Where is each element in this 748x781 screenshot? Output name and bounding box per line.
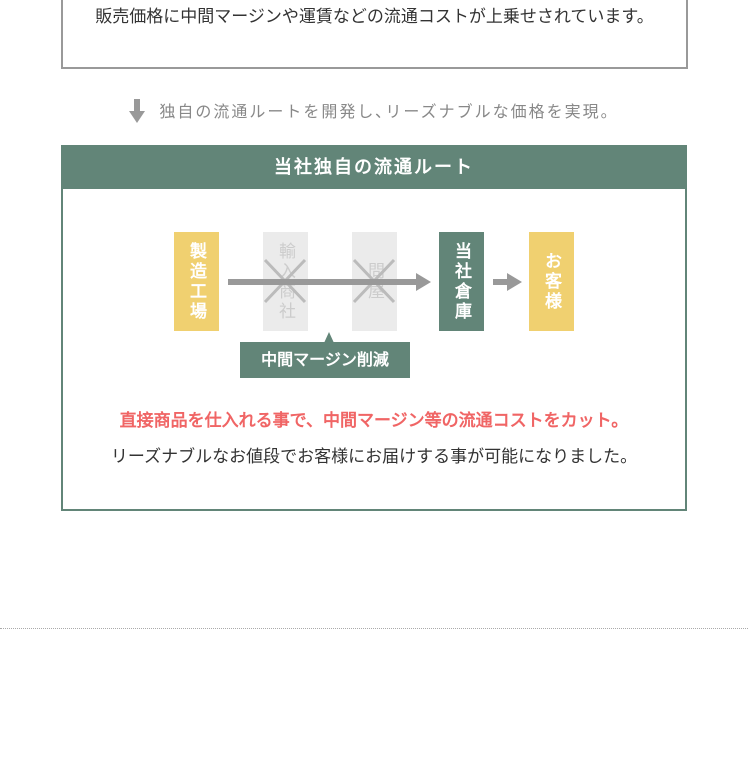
margin-reduction-label: 中間マージン削減 — [240, 342, 410, 378]
node-customer: お客様 — [529, 232, 574, 331]
label-pointer — [324, 332, 334, 343]
section-title: 当社独自の流通ルート — [63, 147, 685, 189]
small-arrow — [493, 279, 509, 285]
description-text: リーズナブルなお値段でお客様にお届けする事が可能になりました。 — [110, 447, 638, 467]
flow-arrows — [228, 258, 522, 343]
node-factory: 製造工場 — [174, 232, 219, 331]
subline-text: 独自の流通ルートを開発し､リーズナブルな価格を実現。 — [159, 102, 619, 121]
distribution-route-section: 当社独自の流通ルート — [61, 145, 687, 511]
highlight-text: 直接商品を仕入れる事で、中間マージン等の流通コストをカット。 — [119, 411, 629, 431]
dotted-divider — [0, 628, 748, 629]
subline: 独自の流通ルートを開発し､リーズナブルな価格を実現。 — [0, 98, 748, 127]
arrow-down-icon — [129, 98, 146, 127]
previous-box-text: 販売価格に中間マージンや運賃などの流通コストが上乗せされています。 — [95, 7, 654, 27]
previous-box: 販売価格に中間マージンや運賃などの流通コストが上乗せされています。 — [61, 0, 688, 69]
main-arrow — [228, 279, 418, 285]
node-warehouse: 当社倉庫 — [439, 232, 484, 331]
